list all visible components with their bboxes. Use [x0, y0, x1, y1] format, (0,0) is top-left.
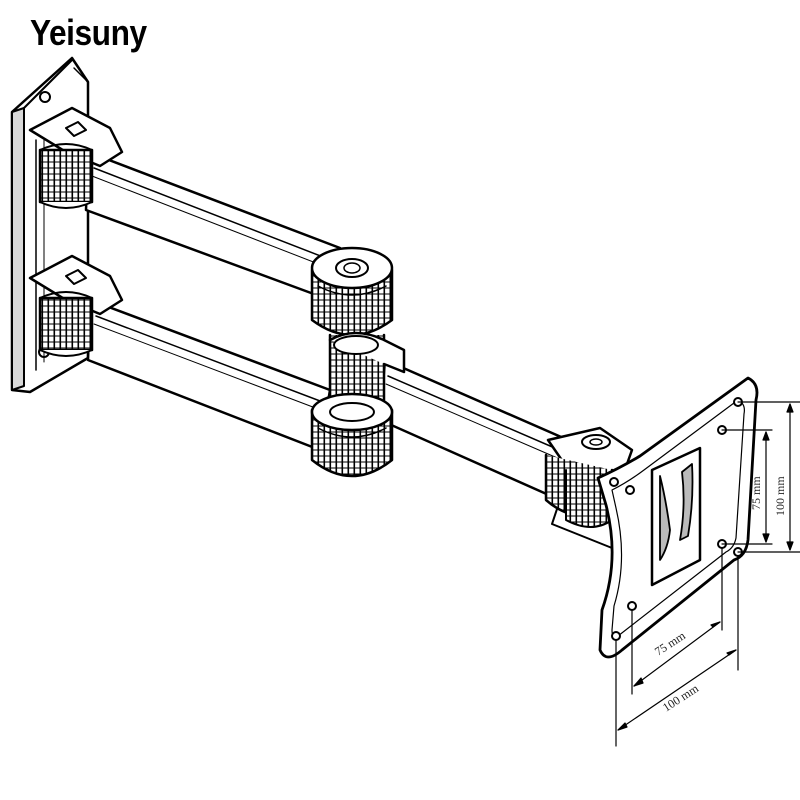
dimension-label-horizontal-outer: 100 mm — [660, 681, 701, 715]
dimension-vertical — [721, 401, 800, 553]
lower-arm — [86, 298, 332, 452]
wall-hinge-upper — [28, 106, 124, 209]
elbow-knob — [310, 246, 406, 478]
dimension-label-horizontal-inner: 75 mm — [652, 628, 688, 658]
wall-hinge-lower — [28, 254, 124, 357]
dimension-label-vertical-inner: 75 mm — [749, 476, 763, 510]
brand-logo: Yeisuny — [30, 12, 147, 53]
dimension-label-vertical-outer: 100 mm — [773, 476, 787, 516]
upper-arm — [84, 150, 342, 302]
vesa-plate — [596, 376, 759, 659]
dimension-horizontal — [615, 547, 739, 747]
